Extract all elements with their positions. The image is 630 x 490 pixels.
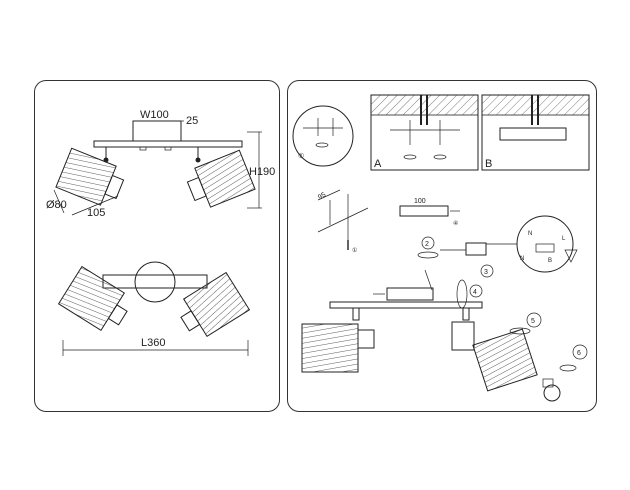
dim-100: 100 bbox=[414, 198, 426, 205]
step-5: 5 bbox=[531, 318, 535, 325]
mount-bar bbox=[93, 140, 243, 148]
step-3: 3 bbox=[484, 269, 488, 276]
bulb-icon bbox=[543, 384, 561, 402]
left-shade-top bbox=[57, 265, 128, 332]
wire-b: B bbox=[548, 258, 552, 264]
dim-25: 25 bbox=[186, 115, 198, 127]
top-view: L360 bbox=[57, 261, 251, 356]
wire-n: N bbox=[528, 231, 532, 237]
box-b-label: B bbox=[485, 158, 492, 170]
step-2: 2 bbox=[425, 241, 429, 248]
assembly-right-shade bbox=[472, 328, 538, 392]
right-shade-top bbox=[180, 271, 251, 338]
side-view: W100 25 H190 Ø80 105 bbox=[46, 109, 275, 219]
dim-l360: L360 bbox=[141, 337, 165, 349]
dimensions-panel bbox=[34, 80, 280, 412]
box-a-label: A bbox=[374, 158, 382, 170]
screw-detail: 95 ① bbox=[317, 189, 369, 254]
step-1-circle: ① bbox=[292, 105, 354, 167]
dim-w100: W100 bbox=[140, 109, 169, 121]
marker-4-small: ④ bbox=[453, 220, 458, 227]
bracket-100: 100 ④ bbox=[399, 198, 460, 227]
ceiling-plate bbox=[134, 261, 176, 303]
dim-105: 105 bbox=[87, 207, 105, 219]
step-6: 6 bbox=[577, 350, 581, 357]
marker-1-small: ① bbox=[352, 247, 357, 254]
step-4: 4 bbox=[473, 289, 477, 296]
installation-panel bbox=[287, 80, 597, 412]
wiring: 2 3 N L N B bbox=[417, 215, 578, 278]
right-shade-side bbox=[186, 149, 256, 208]
left-shade-side bbox=[55, 147, 125, 206]
step-1-marker: ① bbox=[298, 152, 304, 160]
assembly-left-shade bbox=[301, 323, 375, 373]
dim-d80: Ø80 bbox=[46, 199, 67, 211]
dim-95: 95 bbox=[317, 191, 327, 201]
assembly: 4 5 6 bbox=[301, 269, 588, 402]
box-a: A bbox=[370, 94, 479, 171]
warning-icon bbox=[564, 249, 578, 263]
base-box bbox=[132, 120, 182, 142]
box-b: B bbox=[481, 94, 590, 171]
wire-n2: N bbox=[520, 256, 524, 262]
wire-l: L bbox=[562, 236, 566, 242]
dim-h190: H190 bbox=[249, 166, 275, 178]
